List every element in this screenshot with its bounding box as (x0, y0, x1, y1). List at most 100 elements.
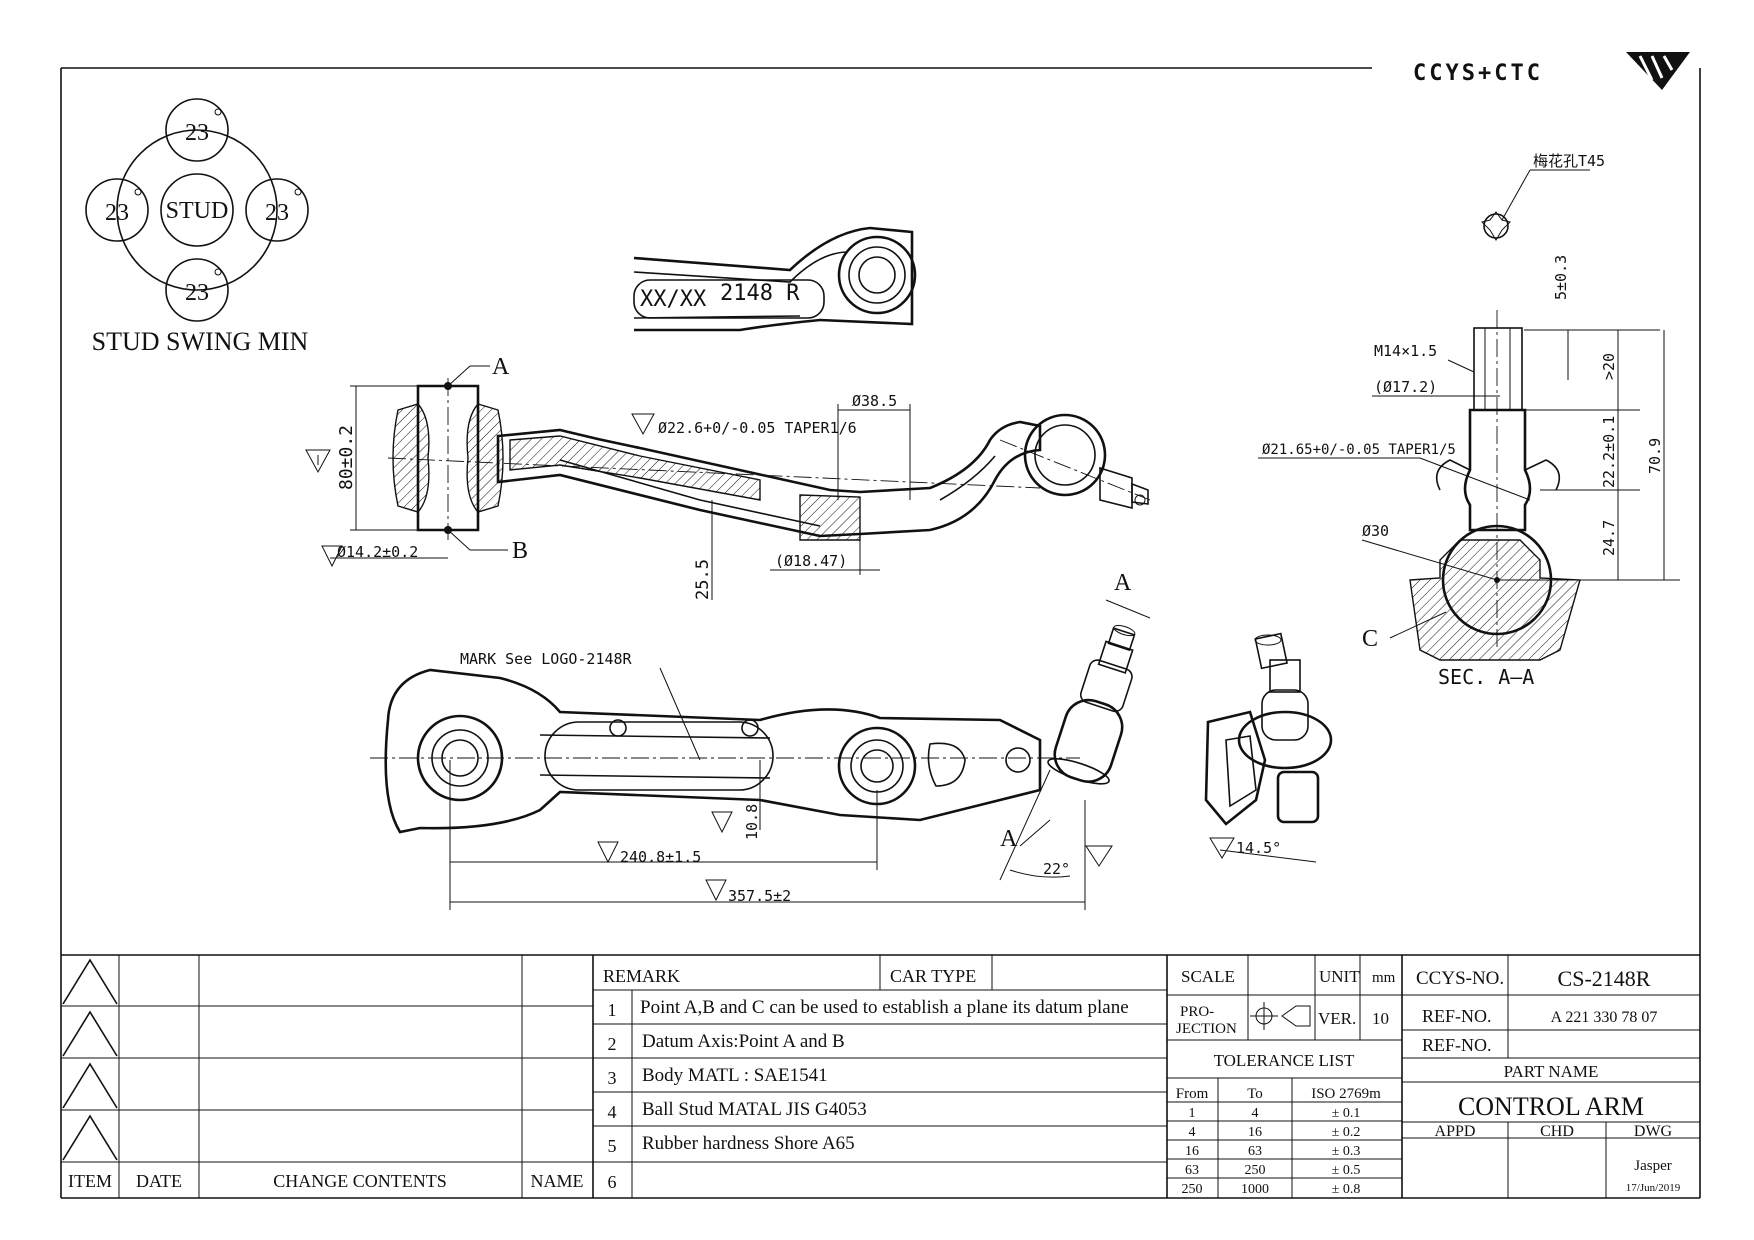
dim-taper: Ø22.6+0/-0.05 TAPER1/6 (658, 419, 857, 437)
tolerance-rows: 1 4 ± 0.1 4 16 ± 0.2 16 63 ± 0.3 63 250 … (1182, 1106, 1361, 1197)
remark-num-1: 1 (608, 1000, 617, 1020)
ref-no-value: A 221 330 78 07 (1551, 1009, 1658, 1026)
title-block-grid (61, 954, 1700, 1198)
dim-bush-dia: Ø14.2±0.2 (337, 543, 418, 561)
point-a-lower-label: A (1000, 826, 1018, 852)
dim-thread: M14×1.5 (1374, 342, 1437, 360)
sheet-frame (60, 67, 1701, 1199)
scale-label: SCALE (1181, 967, 1235, 986)
section-label: SEC. A–A (1438, 665, 1534, 689)
stud-label: STUD (166, 198, 229, 224)
ball-joint-iso: 14.5° (1204, 632, 1333, 863)
dwg-label: DWG (1634, 1123, 1673, 1140)
marking-detail: XX/XX 2148 R (633, 226, 917, 332)
ref-no2-label: REF-NO. (1422, 1035, 1492, 1055)
remark-text-1: Point A,B and C can be used to establish… (640, 997, 1129, 1018)
dim-angle-14: 14.5° (1236, 839, 1281, 857)
car-type-label: CAR TYPE (890, 966, 976, 986)
swing-angle-left: 23 (105, 200, 129, 226)
point-a-arrow-label: A (1114, 570, 1132, 596)
drawing-date: 17/Jun/2019 (1626, 1182, 1681, 1194)
svg-text:± 0.8: ± 0.8 (1332, 1182, 1361, 1197)
svg-text:± 0.2: ± 0.2 (1332, 1125, 1361, 1140)
unit-value: mm (1372, 970, 1396, 986)
stud-swing-diagram: STUD 23 23 23 23 STUD SWING MIN (85, 98, 309, 356)
svg-text:± 0.5: ± 0.5 (1332, 1163, 1361, 1178)
remark-num-2: 2 (608, 1034, 617, 1054)
dim-length-357: 357.5±2 (728, 887, 791, 905)
svg-text:63: 63 (1185, 1163, 1199, 1178)
swing-angle-top: 23 (185, 120, 209, 146)
svg-text:16: 16 (1185, 1144, 1199, 1159)
remark-text-5: Rubber hardness Shore A65 (642, 1133, 855, 1154)
projection-label-1: PRO- (1180, 1004, 1214, 1020)
svg-text:16: 16 (1248, 1125, 1262, 1140)
svg-text:250: 250 (1182, 1182, 1203, 1197)
tol-header-iso: ISO 2769m (1311, 1086, 1381, 1102)
part-name-value: CONTROL ARM (1458, 1092, 1644, 1121)
mark-note: MARK See LOGO-2148R (460, 650, 633, 668)
tol-header-to: To (1247, 1086, 1263, 1102)
svg-text:250: 250 (1245, 1163, 1266, 1178)
dim-dia-38: Ø38.5 (852, 392, 897, 410)
dim-24: 24.7 (1600, 520, 1618, 556)
title-block-text: ITEM DATE CHANGE CONTENTS NAME REMARK CA… (68, 966, 1681, 1197)
dim-offset-10: 10.8 (743, 804, 761, 840)
remark-text-3: Body MATL : SAE1541 (642, 1065, 828, 1086)
point-c-label: C (1362, 626, 1378, 652)
point-a-label: A (492, 354, 510, 380)
dim-70: 70.9 (1646, 438, 1664, 474)
dim-20: >20 (1600, 353, 1618, 380)
remark-text-2: Datum Axis:Point A and B (642, 1031, 845, 1052)
stud-swing-caption: STUD SWING MIN (92, 327, 309, 356)
header-name: NAME (531, 1171, 584, 1191)
swing-angle-right: 23 (265, 200, 289, 226)
dim-22: 22.2±0.1 (1600, 416, 1618, 488)
ccys-no-label: CCYS-NO. (1416, 968, 1504, 989)
dim-angle-22: 22° (1043, 860, 1070, 878)
remark-num-5: 5 (608, 1136, 617, 1156)
section-a-a: 梅花孔T45 5±0.3 >20 22.2±0.1 24.7 70.9 M14×… (1258, 152, 1680, 689)
remark-num-6: 6 (608, 1172, 617, 1192)
mark-part-code: 2148 R (720, 281, 800, 306)
svg-text:4: 4 (1189, 1125, 1196, 1140)
svg-text:± 0.1: ± 0.1 (1332, 1106, 1361, 1121)
tol-header-from: From (1176, 1086, 1209, 1102)
ver-value: 10 (1372, 1009, 1389, 1028)
dim-5: 5±0.3 (1552, 255, 1570, 300)
ccys-no-value: CS-2148R (1558, 966, 1651, 991)
mark-date-code: XX/XX (640, 287, 707, 312)
arm-top-view: MARK See LOGO-2148R 240.8±1.5 357.5±2 10… (370, 570, 1151, 910)
tolerance-title: TOLERANCE LIST (1214, 1051, 1355, 1070)
remark-num-3: 3 (608, 1068, 617, 1088)
remark-num-4: 4 (608, 1102, 617, 1122)
dim-length-240: 240.8±1.5 (620, 848, 701, 866)
brand-logo: CCYS+CTC (1413, 52, 1690, 90)
projection-label-2: JECTION (1176, 1021, 1237, 1037)
ref-no-label: REF-NO. (1422, 1006, 1492, 1026)
dim-taper-ball: Ø21.65+0/-0.05 TAPER1/5 (1262, 442, 1456, 458)
appd-label: APPD (1435, 1123, 1476, 1140)
dim-dia-18: (Ø18.47) (775, 552, 847, 570)
remark-header: REMARK (603, 966, 680, 986)
remark-text-4: Ball Stud MATAL JIS G4053 (642, 1099, 867, 1120)
dim-dia-17: (Ø17.2) (1374, 378, 1437, 396)
svg-text:1000: 1000 (1241, 1182, 1269, 1197)
swing-angle-bottom: 23 (185, 280, 209, 306)
chd-label: CHD (1540, 1123, 1574, 1140)
svg-text:63: 63 (1248, 1144, 1262, 1159)
ver-label: VER. (1318, 1009, 1356, 1028)
svg-text:4: 4 (1252, 1106, 1259, 1121)
header-change-contents: CHANGE CONTENTS (273, 1171, 447, 1191)
dim-ball-dia: Ø30 (1362, 522, 1389, 540)
svg-text:± 0.3: ± 0.3 (1332, 1144, 1361, 1159)
torx-note: 梅花孔T45 (1533, 152, 1605, 170)
arm-section-view: A B 80±0.2 Ø14.2±0.2 Ø22.6+0/-0.05 TAPER… (305, 354, 1151, 600)
header-date: DATE (136, 1171, 182, 1191)
header-item: ITEM (68, 1171, 112, 1191)
dim-bush-height: 80±0.2 (336, 425, 357, 490)
drawn-by: Jasper (1634, 1158, 1672, 1174)
dim-offset-25: 25.5 (693, 559, 713, 600)
svg-text:CCYS+CTC: CCYS+CTC (1413, 61, 1543, 86)
